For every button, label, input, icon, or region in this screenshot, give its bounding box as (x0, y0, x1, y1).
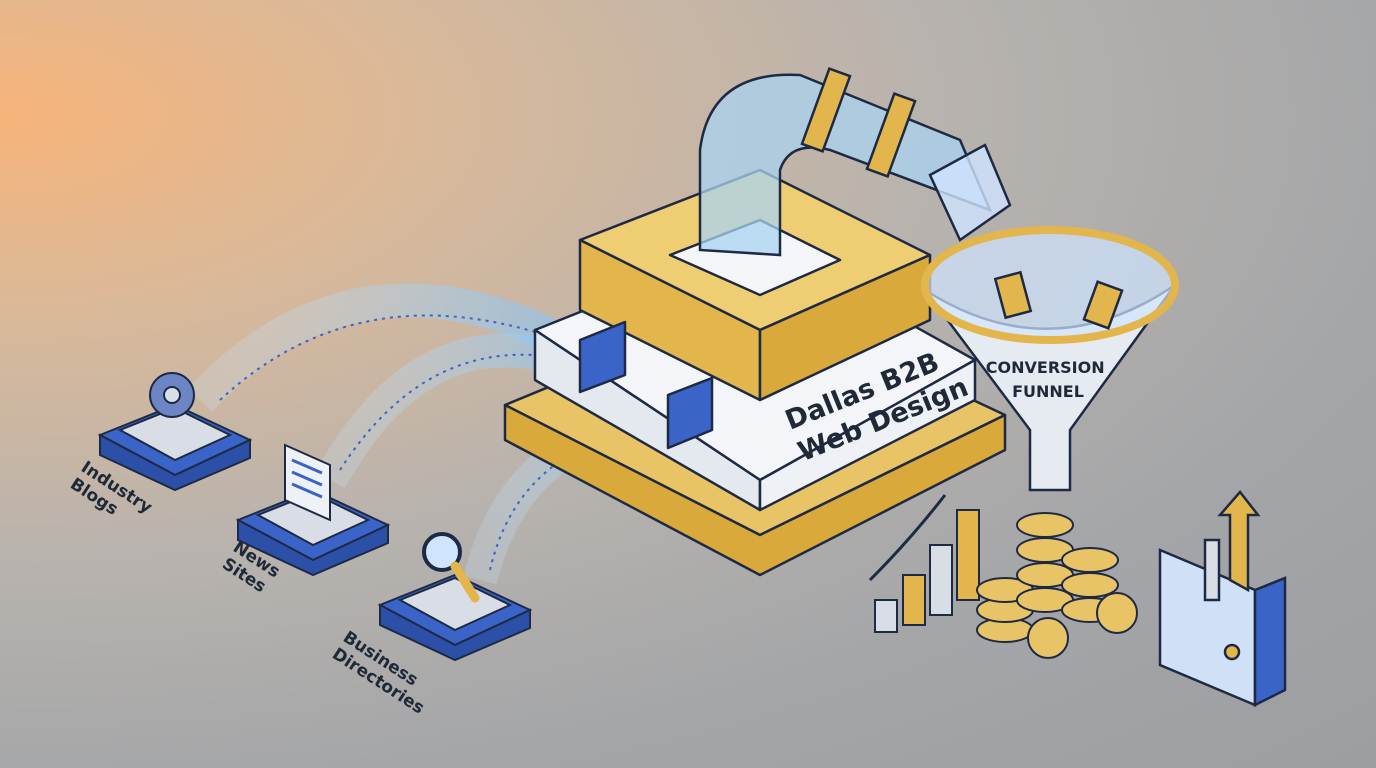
newspaper-icon (284, 443, 331, 522)
source-news-sites (235, 443, 391, 577)
glass-pipe (698, 67, 1012, 257)
magnifier-icon (422, 532, 480, 603)
coin-stacks-icon (976, 512, 1138, 659)
growth-bar-chart-icon (868, 494, 980, 633)
wallet-icon (1158, 490, 1287, 708)
conversion-funnel (921, 226, 1179, 492)
source-industry-blogs (97, 372, 253, 492)
source-business-directories (377, 532, 533, 662)
funnel-label: CONVERSION FUNNEL (986, 358, 1110, 401)
gear-icon (149, 372, 195, 418)
